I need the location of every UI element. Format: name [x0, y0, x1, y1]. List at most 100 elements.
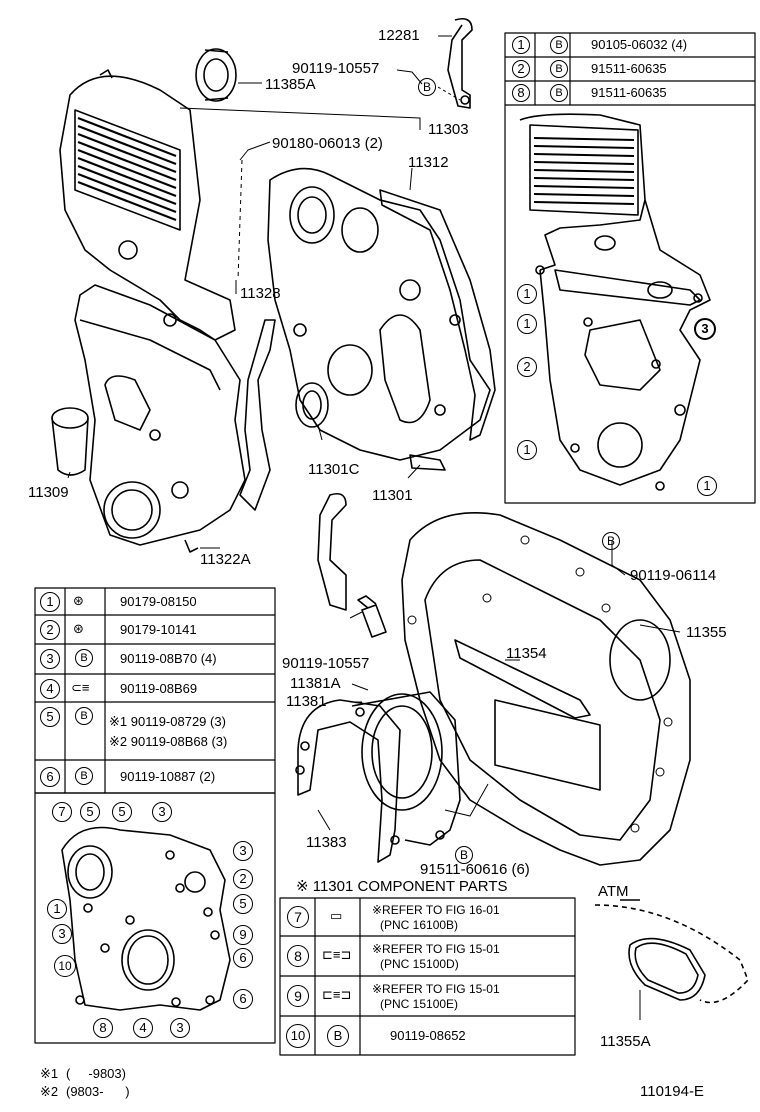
bolt-table-mid: 1 ⊛ 90179-08150 2 ⊛ 90179-10141 3 B 9011…: [35, 588, 275, 793]
table-row: 4 ⊂≡ 90119-08B69: [35, 674, 275, 702]
footnote-2-mark: ※2: [40, 1084, 59, 1099]
label-90180-06013: 90180-06013 (2): [272, 135, 383, 152]
label-12281: 12281: [378, 27, 420, 44]
label-11312: 11312: [408, 154, 449, 171]
callout: 1: [517, 440, 537, 460]
table-row: 1 ⊛ 90179-08150: [35, 588, 275, 615]
label-11385A: 11385A: [265, 76, 316, 93]
label-atm: ATM: [598, 883, 629, 900]
detail-frames: [34, 32, 756, 1056]
label-11328: 11328: [240, 285, 281, 302]
row-symbol: B: [550, 84, 568, 102]
footnote-1-mark: ※1: [40, 1066, 59, 1081]
callout: 1: [517, 314, 537, 334]
label-11301C: 11301C: [308, 461, 360, 478]
hook-12281-drawing: [447, 17, 473, 109]
callout: 7: [52, 802, 72, 822]
component-parts-table: 7 ▭ ※REFER TO FIG 16-01 (PNC 16100B) 8 ⊏…: [280, 898, 575, 1055]
row-symbol: B: [75, 707, 93, 725]
footnote-2-range: (9803- ): [66, 1084, 130, 1099]
callout: 1: [47, 899, 67, 919]
row-part: 91511-60635: [591, 61, 667, 76]
label-11301: 11301: [372, 487, 413, 504]
label-11383: 11383: [306, 834, 347, 851]
timing-cover-upper-drawing: [59, 69, 236, 341]
gasket-11312-drawing: [379, 189, 496, 441]
row-key: 5: [40, 707, 60, 727]
footnote-1-range: ( -9803): [66, 1066, 126, 1081]
row-symbol: ⊏≡⊐: [322, 987, 352, 1002]
row-part: 90119-08652: [390, 1028, 466, 1043]
label-11381: 11381: [286, 693, 327, 710]
callout: 10: [54, 955, 76, 977]
row-symbol: ⊛: [73, 621, 84, 636]
row-part: 90179-10141: [120, 622, 197, 637]
table-row: 8 ⊏≡⊐ ※REFER TO FIG 15-01 (PNC 15100D): [280, 936, 575, 976]
callout: 1: [697, 476, 717, 496]
row-symbol: B: [550, 60, 568, 78]
row-key: 10: [286, 1024, 310, 1048]
callout: 6: [233, 989, 253, 1009]
row-symbol: ▭: [330, 908, 343, 923]
row-symbol: B: [75, 767, 93, 785]
strip-11354-drawing: [454, 639, 591, 719]
label-11354: 11354: [506, 645, 547, 662]
callout: 3: [52, 924, 72, 944]
row-ref-pnc: (PNC 15100E): [380, 997, 459, 1011]
callout: 1: [517, 284, 537, 304]
callout: 2: [233, 869, 253, 889]
detail-view-top-right-drawing: [519, 113, 711, 491]
table-row: 10 B 90119-08652: [280, 1016, 575, 1055]
table-row: 1 B 90105-06032 (4): [505, 33, 755, 57]
row-key: 1: [40, 592, 60, 612]
callout: 3: [233, 841, 253, 861]
table-row: 3 B 90119-08B70 (4): [35, 644, 275, 674]
row-key: 7: [287, 906, 309, 928]
callout: 2: [517, 357, 537, 377]
callout: 9: [233, 925, 253, 945]
row-ref-pnc: (PNC 16100B): [380, 918, 459, 932]
table-row: 6 B 90119-10887 (2): [35, 760, 275, 793]
seal-11385A-drawing: [195, 48, 237, 102]
label-11381A: 11381A: [290, 675, 341, 692]
row-part: 90105-06032 (4): [591, 37, 688, 52]
row-symbol: B: [327, 1025, 349, 1047]
label-90119-10557-top: 90119-10557: [292, 60, 380, 77]
callout: 3: [170, 1018, 190, 1038]
figure-id: 110194-E: [640, 1083, 704, 1100]
row-key: 4: [40, 679, 60, 699]
callout: 5: [233, 894, 253, 914]
row-symbol: B: [550, 36, 568, 54]
label-11355A: 11355A: [600, 1033, 651, 1050]
row-part: ※1 90119-08729 (3): [109, 714, 226, 729]
row-symbol: ⊏≡⊐: [322, 947, 352, 962]
component-parts-title: ※ 11301 COMPONENT PARTS: [296, 878, 508, 895]
row-key: 2: [512, 60, 530, 78]
cap-11309-drawing: [51, 407, 89, 476]
callout: 3: [694, 318, 716, 340]
row-ref: ※REFER TO FIG 16-01: [372, 903, 500, 917]
callout: 8: [93, 1018, 113, 1038]
row-key: 8: [512, 84, 530, 102]
table-row: 2 ⊛ 90179-10141: [35, 615, 275, 644]
row-symbol: ⊂≡: [71, 680, 90, 695]
callout: 5: [112, 802, 132, 822]
table-row: 9 ⊏≡⊐ ※REFER TO FIG 15-01 (PNC 15100E): [280, 976, 575, 1016]
row-symbol: B: [75, 649, 93, 667]
row-part: 91511-60635: [591, 85, 667, 100]
row-part: 90119-10887 (2): [120, 769, 216, 784]
label-11309: 11309: [28, 484, 69, 501]
row-symbol: ⊛: [73, 593, 84, 608]
table-row: 7 ▭ ※REFER TO FIG 16-01 (PNC 16100B): [280, 898, 575, 936]
row-key: 1: [512, 36, 530, 54]
hook-mid-drawing: [317, 492, 347, 611]
table-row: 2 B 91511-60635: [505, 57, 755, 81]
row-part: 90179-08150: [120, 594, 197, 609]
plate-11355-drawing: [401, 512, 691, 866]
row-key: 8: [287, 945, 309, 967]
leader-lines: [67, 35, 681, 1020]
label-11322A: 11322A: [200, 551, 251, 568]
row-part: 90119-08B69: [120, 681, 198, 696]
callout: 4: [133, 1018, 153, 1038]
